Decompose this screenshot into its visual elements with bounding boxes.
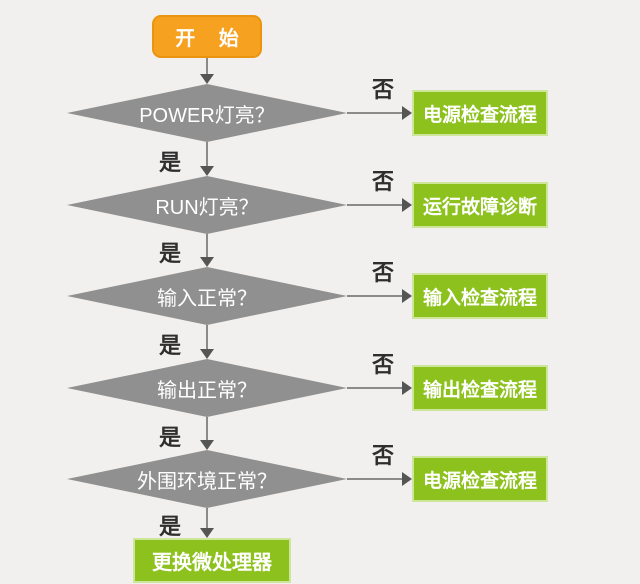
no-branch-label-1: 否	[371, 77, 394, 102]
yes-branch-label-5: 是	[158, 514, 181, 539]
decision-output-normal: 输出正常？	[67, 359, 347, 417]
start-node: 开 始	[152, 15, 262, 58]
connector-environment-to-end	[206, 508, 208, 528]
decision-environment-normal: 外围环境正常？	[67, 450, 347, 508]
decision-power-light: POWER灯亮？	[67, 84, 347, 142]
connector-start-to-power	[206, 58, 208, 76]
connector-no-5	[347, 478, 402, 480]
action-power-check: 电源检查流程	[412, 90, 548, 136]
connector-no-1	[347, 112, 402, 114]
arrowhead-down-icon	[200, 528, 214, 538]
no-branch-label-2: 否	[371, 169, 394, 194]
connector-run-to-input	[206, 234, 208, 257]
decision-input-normal: 输入正常？	[67, 267, 347, 325]
yes-branch-label-2: 是	[158, 241, 181, 266]
connector-no-4	[347, 387, 402, 389]
connector-no-2	[347, 204, 402, 206]
end-node-replace-microprocessor: 更换微处理器	[133, 538, 291, 583]
decision-run-light: RUN灯亮？	[67, 176, 347, 234]
arrowhead-down-icon	[200, 349, 214, 359]
action-run-fault-diagnosis: 运行故障诊断	[412, 182, 548, 228]
connector-output-to-environment	[206, 417, 208, 440]
yes-branch-label-3: 是	[158, 333, 181, 358]
action-output-check: 输出检查流程	[412, 365, 548, 411]
arrowhead-right-icon	[402, 289, 412, 303]
yes-branch-label-4: 是	[158, 425, 181, 450]
no-branch-label-4: 否	[371, 352, 394, 377]
arrowhead-down-icon	[200, 74, 214, 84]
arrowhead-down-icon	[200, 257, 214, 267]
no-branch-label-3: 否	[371, 260, 394, 285]
arrowhead-down-icon	[200, 166, 214, 176]
arrowhead-right-icon	[402, 472, 412, 486]
arrowhead-right-icon	[402, 106, 412, 120]
no-branch-label-5: 否	[371, 443, 394, 468]
arrowhead-right-icon	[402, 381, 412, 395]
arrowhead-down-icon	[200, 440, 214, 450]
connector-power-to-run	[206, 142, 208, 166]
arrowhead-right-icon	[402, 198, 412, 212]
connector-no-3	[347, 295, 402, 297]
connector-input-to-output	[206, 325, 208, 349]
yes-branch-label-1: 是	[158, 150, 181, 175]
action-input-check: 输入检查流程	[412, 273, 548, 319]
action-power-check-2: 电源检查流程	[412, 456, 548, 502]
